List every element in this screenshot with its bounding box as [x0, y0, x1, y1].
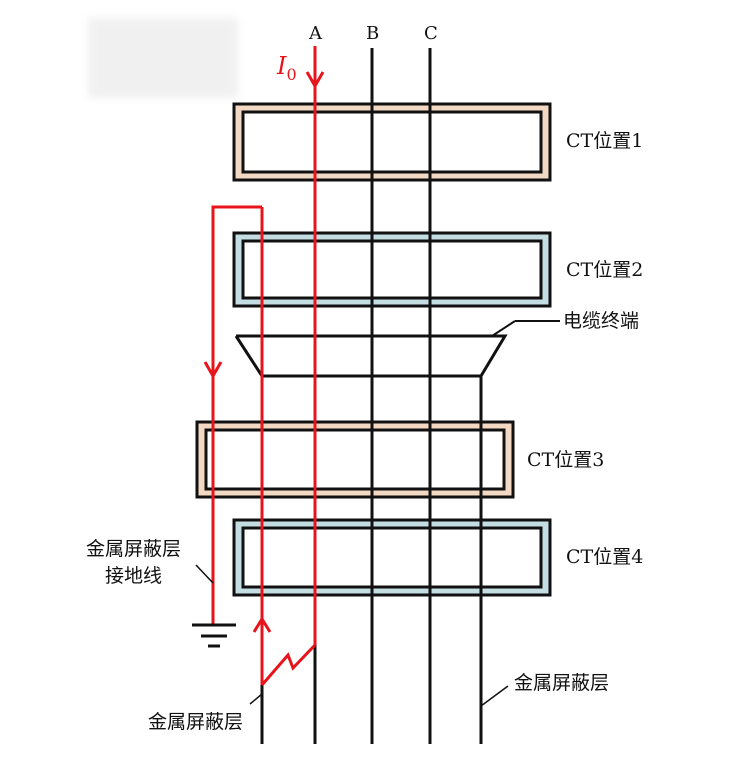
blurred-watermark: [88, 18, 238, 98]
ct-position-1-label: CT位置1: [566, 130, 644, 152]
shield-label-right: 金属屏蔽层: [514, 672, 610, 694]
ground-wire-label-line1: 金属屏蔽层: [86, 538, 182, 560]
phase-label-c: C: [424, 23, 438, 44]
termination-leader: [491, 320, 516, 337]
ground-wire-leader: [195, 564, 214, 584]
ground-wire-label-line2: 接地线: [105, 565, 163, 587]
current-label: I0: [277, 54, 297, 83]
ct-ring-3: [195, 420, 515, 499]
current-symbol: I: [277, 52, 287, 80]
ground-symbol: [192, 623, 236, 648]
ct-position-3-label: CT位置3: [527, 449, 605, 471]
ct-position-2-label: CT位置2: [566, 259, 644, 281]
cable-termination-label: 电缆终端: [563, 310, 640, 332]
arrow-down-phase-a: [305, 71, 325, 90]
ct-ring-2: [232, 231, 552, 308]
ct-position-4-label: CT位置4: [566, 546, 644, 568]
arrow-up-shield: [252, 616, 272, 633]
phase-label-a: A: [309, 23, 322, 44]
shield-right-leader: [480, 685, 509, 707]
ct-ring-4: [232, 518, 552, 597]
fault-current-path: [211, 46, 317, 686]
shield-left-leader: [249, 693, 263, 705]
ct-ring-1: [232, 102, 552, 182]
current-subscript: 0: [286, 64, 297, 84]
phase-label-b: B: [366, 23, 380, 44]
arrow-down-return: [203, 361, 223, 380]
shield-label-left: 金属屏蔽层: [148, 711, 244, 733]
